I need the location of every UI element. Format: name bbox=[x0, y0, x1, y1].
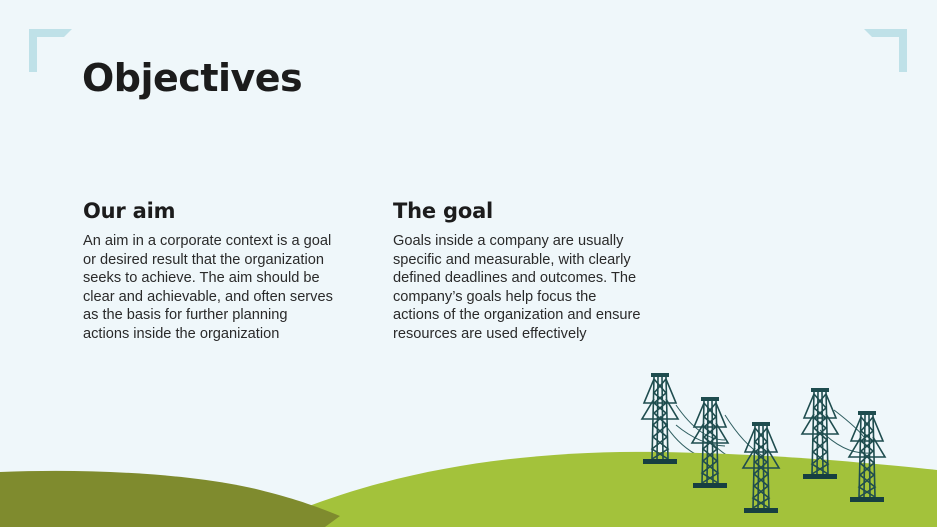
hill-light bbox=[260, 451, 937, 527]
aim-body: An aim in a corporate context is a goal … bbox=[83, 233, 333, 342]
corner-bracket-top-right-icon bbox=[864, 29, 907, 72]
aim-section: Our aim An aim in a corporate context is… bbox=[83, 196, 333, 344]
hill-dark bbox=[0, 470, 340, 527]
goal-heading: The goal bbox=[393, 199, 494, 223]
page-title: Objectives bbox=[82, 56, 303, 100]
aim-heading: Our aim bbox=[83, 199, 176, 223]
corner-bracket-top-left-icon bbox=[29, 29, 72, 72]
goal-section: The goal Goals inside a company are usua… bbox=[393, 196, 643, 344]
goal-body: Goals inside a company are usually speci… bbox=[393, 233, 641, 342]
